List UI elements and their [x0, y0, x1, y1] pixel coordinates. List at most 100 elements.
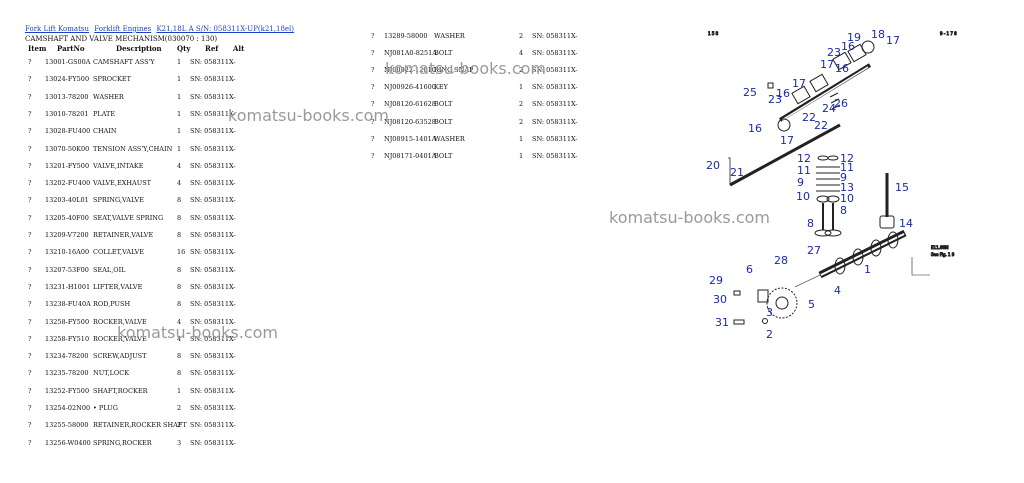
- qty-cell: 8: [177, 213, 182, 222]
- item-cell: ?: [371, 49, 375, 58]
- part-no-cell: 13256-W0400: [45, 438, 91, 447]
- callout: 17: [792, 77, 806, 90]
- callout: 26: [834, 97, 848, 110]
- callout: 11: [840, 161, 854, 174]
- description-cell: BOLT: [434, 151, 453, 160]
- cam-lobe: [887, 231, 899, 249]
- part-no-cell: 13024-FY500: [45, 75, 90, 84]
- callout: 11: [797, 164, 811, 177]
- bracket-line: [911, 257, 930, 276]
- leader-line: [794, 274, 821, 288]
- cam-lobe: [852, 248, 864, 266]
- item-cell: ?: [28, 92, 32, 101]
- callout: 9: [840, 171, 847, 184]
- part-no-cell: 13258-FY510: [45, 334, 90, 343]
- tensioner: [757, 289, 769, 303]
- description-cell: BOLT: [434, 117, 453, 126]
- item-cell: ?: [28, 300, 32, 309]
- callout: 9: [797, 176, 804, 189]
- breadcrumb-link-model[interactable]: K21,18L A S/N: 058311X-UP(k21,18el): [156, 25, 295, 33]
- callout: 23: [827, 46, 841, 59]
- item-cell: ?: [371, 134, 375, 143]
- qty-cell: 8: [177, 231, 182, 239]
- header-ref: Ref: [205, 44, 219, 53]
- leader-line: [728, 157, 731, 185]
- part-no-cell: 13234-78200: [45, 352, 89, 361]
- qty-cell: 2: [177, 421, 182, 430]
- qty-cell: 2: [519, 32, 524, 40]
- header-part-no: PartNo: [57, 44, 85, 53]
- ref-cell: SN: 058311X-: [532, 100, 578, 109]
- qty-cell: 1: [177, 92, 182, 101]
- item-cell: ?: [28, 386, 32, 395]
- item-cell: ?: [28, 438, 32, 447]
- description-cell: WASHER: [434, 134, 465, 143]
- item-cell: ?: [28, 196, 32, 205]
- rocker-arm: [809, 73, 829, 93]
- callout: 29: [709, 274, 723, 287]
- qty-cell: 16: [177, 248, 186, 257]
- ref-cell: SN: 058311X-: [190, 127, 236, 136]
- description-cell: SCREW,ADJUST: [93, 352, 147, 361]
- callout: 19: [847, 31, 861, 44]
- breadcrumb-link-engines[interactable]: Forklift Engines: [94, 25, 152, 33]
- part-no-cell: 13013-78200: [45, 92, 89, 101]
- ref-cell: SN: 058311X-: [190, 369, 236, 378]
- qty-cell: 1: [519, 151, 524, 160]
- push-rod: [729, 123, 841, 187]
- qty-cell: 2: [519, 117, 524, 126]
- qty-cell: 4: [177, 179, 182, 188]
- qty-cell: 1: [177, 109, 182, 118]
- qty-cell: 1: [177, 144, 182, 153]
- description-cell: SHAFT,ROCKER: [93, 386, 148, 395]
- callout: 10: [840, 192, 854, 205]
- callout: 16: [748, 122, 762, 135]
- page-title: CAMSHAFT AND VALVE MECHANISM(030070 : 13…: [25, 35, 218, 43]
- ref-cell: SN: 058311X-: [190, 265, 236, 274]
- ref-cell: SN: 058311X-: [190, 161, 236, 170]
- part-no-cell: 13255-58000: [45, 421, 89, 430]
- ref-cell: SN: 058311X-: [190, 179, 236, 188]
- callout: 17: [886, 34, 900, 47]
- breadcrumb-link-fork-lift[interactable]: Fork Lift Komatsu: [25, 25, 89, 33]
- top-mark-left: 1 5 8: [708, 31, 719, 36]
- qty-cell: 1: [177, 75, 182, 84]
- description-cell: CAMSHAFT ASS'Y: [93, 58, 155, 66]
- sprocket-hub: [775, 296, 789, 310]
- qty-cell: 1: [177, 58, 182, 66]
- qty-cell: 8: [177, 352, 182, 361]
- description-cell: RETAINER,ROCKER SHAFT: [93, 421, 187, 430]
- ref-cell: SN: 058311X-: [190, 404, 236, 412]
- ref-cell: SN: 058311X-: [532, 32, 578, 40]
- description-cell: BOLT: [434, 49, 453, 58]
- part-no-cell: 13209-V7200: [45, 231, 89, 239]
- valve-stack-left: [814, 155, 832, 237]
- item-cell: ?: [28, 161, 32, 170]
- item-cell: ?: [371, 83, 375, 92]
- washer: [762, 318, 768, 324]
- rocker-arm: [791, 85, 811, 105]
- item-cell: ?: [28, 282, 32, 291]
- item-cell: ?: [371, 32, 375, 40]
- callout: 22: [814, 119, 828, 132]
- part-no-cell: 13028-FU400: [45, 127, 91, 136]
- callout: 5: [808, 298, 815, 311]
- part-no-cell: 13210-16A00: [45, 248, 90, 257]
- qty-cell: 4: [177, 317, 182, 326]
- callout: 2: [766, 328, 773, 341]
- exploded-parts-diagram: 1 5 8 9 - 1 7 8: [706, 28, 958, 341]
- item-cell: ?: [28, 369, 32, 378]
- callout: 4: [834, 284, 841, 297]
- item-cell: ?: [28, 127, 32, 136]
- qty-cell: 2: [519, 100, 524, 109]
- ref-cell: SN: 058311X-: [190, 58, 236, 66]
- ref-cell: SN: 058311X-: [190, 300, 236, 309]
- part-no-cell: 13207-53F00: [45, 265, 89, 274]
- sprocket: [766, 287, 798, 319]
- description-cell: VALVE,INTAKE: [93, 161, 144, 170]
- description-cell: SPRING,ROCKER: [93, 438, 152, 447]
- qty-cell: 1: [177, 386, 182, 395]
- item-cell: ?: [371, 100, 375, 109]
- cam-lobe: [834, 257, 846, 275]
- description-cell: ROCKER,VALVE: [93, 334, 147, 343]
